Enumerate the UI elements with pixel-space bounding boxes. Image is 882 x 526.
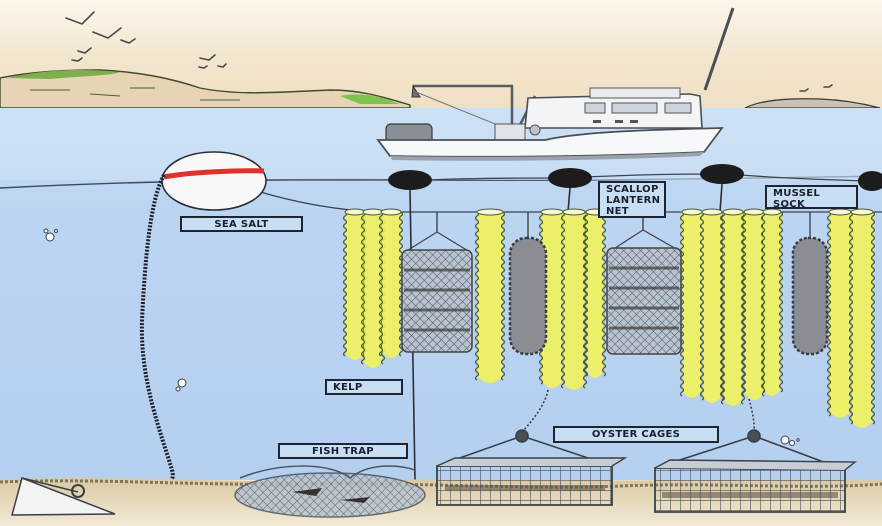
kelp-strand bbox=[760, 208, 784, 396]
scallop-lantern-net bbox=[401, 212, 473, 353]
kelp-strand bbox=[474, 208, 506, 383]
marker-buoy bbox=[161, 151, 267, 211]
kelp-strand bbox=[826, 208, 854, 418]
bird-icon bbox=[65, 11, 95, 25]
float-icon bbox=[548, 168, 592, 188]
scallop-lantern-net bbox=[606, 212, 682, 355]
label-scallop-line-3: NET bbox=[606, 206, 629, 217]
bird-icon bbox=[199, 54, 216, 61]
mussel-sock bbox=[508, 212, 548, 356]
bird-icon bbox=[198, 65, 208, 69]
bird-icon bbox=[823, 84, 833, 88]
label-scallop-line-2: LANTERN bbox=[606, 195, 661, 206]
boat-hull bbox=[376, 127, 724, 158]
anchor bbox=[11, 476, 116, 516]
bird-icon bbox=[120, 38, 136, 44]
label-fish-trap: FISH TRAP bbox=[278, 443, 408, 459]
distant-hills-left bbox=[0, 69, 411, 109]
bird-icon bbox=[77, 47, 92, 54]
oyster-cage bbox=[654, 459, 857, 513]
kelp-strand bbox=[741, 208, 767, 400]
kelp-strand bbox=[560, 208, 588, 390]
label-scallop-line-1: SCALLOP bbox=[606, 184, 659, 195]
bird-icon bbox=[71, 57, 83, 62]
label-sea-salt-text: SEA SALT bbox=[214, 219, 269, 230]
kelp-strand bbox=[848, 208, 876, 428]
air-bubbles bbox=[43, 228, 800, 446]
buoy-stripe bbox=[163, 168, 265, 180]
label-oyster-cages: OYSTER CAGES bbox=[553, 426, 719, 443]
fish-trap bbox=[234, 465, 426, 518]
oyster-cage bbox=[436, 457, 628, 506]
birds bbox=[65, 11, 833, 92]
label-oyster-cages-text: OYSTER CAGES bbox=[591, 429, 681, 440]
kelp-strand bbox=[720, 208, 746, 406]
label-scallop-lantern-net: SCALLOP LANTERN NET bbox=[598, 181, 666, 218]
bird-icon bbox=[217, 63, 227, 68]
kelp-strand bbox=[378, 208, 404, 358]
bird-icon bbox=[92, 27, 122, 39]
float-icon bbox=[700, 164, 744, 184]
label-mussel-sock: MUSSEL SOCK bbox=[765, 185, 858, 210]
float-icon bbox=[388, 170, 432, 190]
label-kelp-text: KELP bbox=[333, 382, 363, 393]
label-kelp: KELP bbox=[325, 379, 403, 395]
label-fish-trap-text: FISH TRAP bbox=[312, 446, 374, 457]
mussel-sock bbox=[791, 212, 829, 356]
bird-icon bbox=[799, 88, 809, 92]
kelp-strands bbox=[342, 208, 876, 428]
kelp-strand bbox=[583, 208, 607, 378]
surface-floats bbox=[388, 164, 882, 191]
kelp-strand bbox=[360, 208, 386, 368]
kelp-strand bbox=[699, 208, 725, 403]
float-icon bbox=[858, 171, 882, 191]
label-sea-salt: SEA SALT bbox=[180, 216, 303, 232]
label-mussel-line-2: SOCK bbox=[773, 199, 805, 210]
fishing-boat bbox=[376, 7, 735, 161]
label-mussel-line-1: MUSSEL bbox=[773, 188, 821, 199]
